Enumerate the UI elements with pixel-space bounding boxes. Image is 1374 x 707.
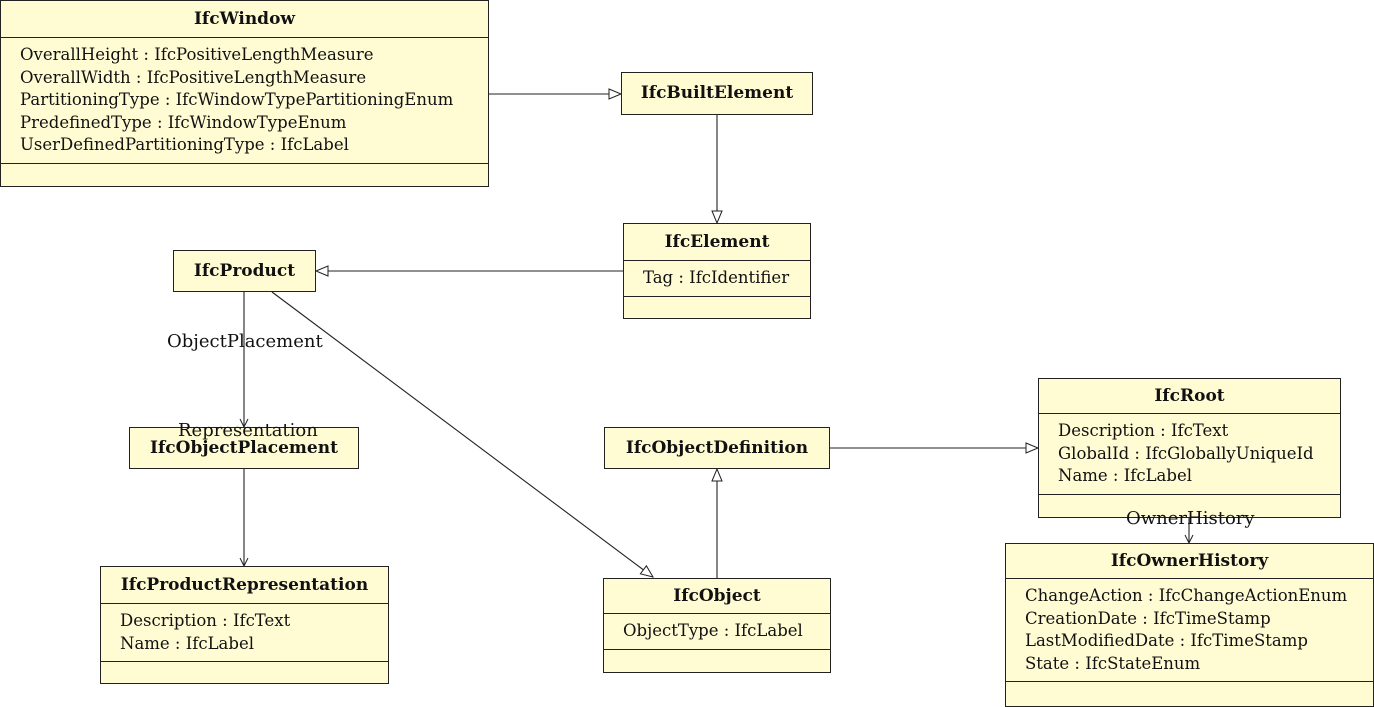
attribute: UserDefinedPartitioningType : IfcLabel — [20, 135, 349, 154]
attribute-list: Description : IfcText GlobalId : IfcGlob… — [1039, 413, 1340, 494]
class-ifcproduct: IfcProduct — [173, 250, 316, 292]
class-ifcroot: IfcRoot Description : IfcText GlobalId :… — [1038, 378, 1341, 518]
attribute-list: ObjectType : IfcLabel — [604, 613, 830, 649]
attribute-list: Description : IfcText Name : IfcLabel — [101, 603, 388, 661]
class-name: IfcObjectPlacement — [150, 438, 338, 458]
class-ifcobjectplacement: IfcObjectPlacement — [129, 427, 359, 469]
class-name: IfcProduct — [193, 261, 296, 281]
attribute: ChangeAction : IfcChangeActionEnum — [1025, 586, 1348, 605]
attribute: Description : IfcText — [120, 611, 291, 630]
class-ifcelement: IfcElement Tag : IfcIdentifier — [623, 223, 811, 319]
class-name: IfcObjectDefinition — [625, 438, 809, 458]
attribute: OverallHeight : IfcPositiveLengthMeasure — [20, 45, 374, 64]
attribute: OverallWidth : IfcPositiveLengthMeasure — [20, 67, 367, 87]
relation-label-ownerhistory: OwnerHistory — [1126, 508, 1255, 529]
class-name: IfcWindow — [193, 9, 296, 29]
attribute: GlobalId : IfcGloballyUniqueId — [1058, 443, 1314, 463]
generalization-product-to-object — [271, 291, 653, 577]
class-ifcownerhistory: IfcOwnerHistory ChangeAction : IfcChange… — [1005, 543, 1374, 707]
relation-label-objectplacement: ObjectPlacement — [167, 331, 323, 352]
class-ifcbuiltelement: IfcBuiltElement — [621, 72, 813, 115]
class-name: IfcElement — [664, 232, 770, 252]
class-name: IfcProductRepresentation — [120, 575, 369, 595]
class-name: IfcOwnerHistory — [1110, 551, 1269, 571]
attribute: LastModifiedDate : IfcTimeStamp — [1025, 631, 1308, 650]
class-name: IfcBuiltElement — [640, 83, 794, 103]
class-name: IfcObject — [673, 586, 761, 606]
relation-label-representation: Representation — [178, 420, 318, 441]
class-name: IfcRoot — [1154, 386, 1225, 406]
operations-compartment — [1006, 681, 1373, 700]
attribute: CreationDate : IfcTimeStamp — [1025, 608, 1271, 628]
attribute-list: OverallHeight : IfcPositiveLengthMeasure… — [1, 37, 488, 163]
operations-compartment — [1, 162, 488, 182]
attribute: Name : IfcLabel — [1058, 466, 1192, 485]
attribute: State : IfcStateEnum — [1025, 653, 1201, 673]
operations-compartment — [1039, 493, 1340, 513]
attribute: ObjectType : IfcLabel — [623, 621, 803, 640]
operations-compartment — [624, 295, 810, 315]
attribute: PredefinedType : IfcWindowTypeEnum — [20, 112, 347, 132]
class-ifcwindow: IfcWindow OverallHeight : IfcPositiveLen… — [0, 0, 489, 187]
class-ifcproductrepresentation: IfcProductRepresentation Description : I… — [100, 566, 389, 684]
attribute-list: Tag : IfcIdentifier — [624, 260, 810, 296]
class-ifcobjectdefinition: IfcObjectDefinition — [604, 427, 830, 469]
attribute: Name : IfcLabel — [120, 633, 254, 653]
operations-compartment — [604, 648, 830, 668]
attribute: PartitioningType : IfcWindowTypePartitio… — [20, 90, 454, 109]
class-ifcobject: IfcObject ObjectType : IfcLabel — [603, 578, 831, 673]
attribute: Tag : IfcIdentifier — [643, 268, 790, 287]
attribute-list: ChangeAction : IfcChangeActionEnum Creat… — [1006, 578, 1373, 681]
operations-compartment — [101, 661, 388, 680]
attribute: Description : IfcText — [1058, 421, 1229, 440]
